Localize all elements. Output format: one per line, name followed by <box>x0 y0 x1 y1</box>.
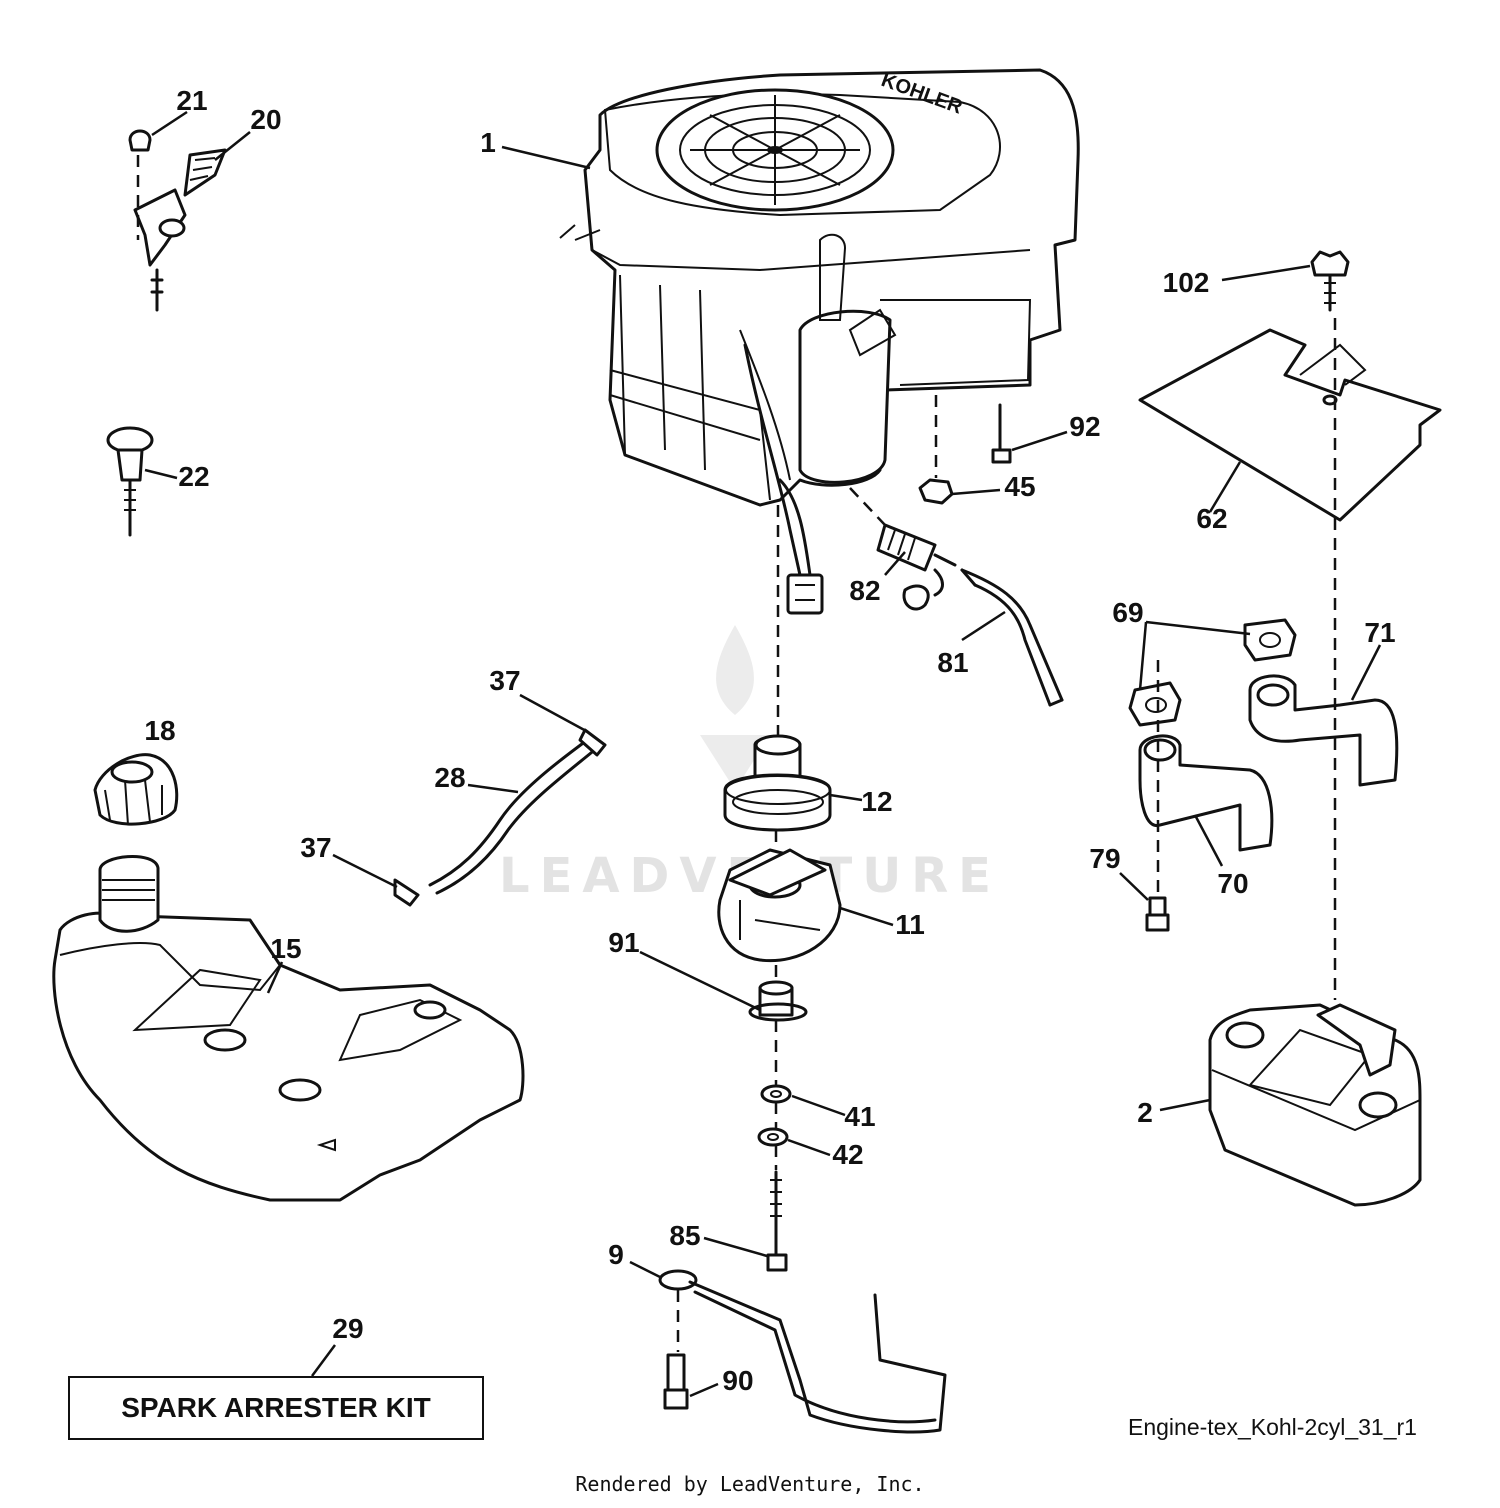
choke-knob-part <box>106 426 154 537</box>
bolt-85-part <box>766 1170 788 1272</box>
callout-41: 41 <box>844 1101 875 1132</box>
callout-21: 21 <box>176 85 207 116</box>
callout-70: 70 <box>1217 868 1248 899</box>
callout-29: 29 <box>332 1313 363 1344</box>
exhaust-pipe-70-part <box>1138 734 1274 852</box>
callout-82: 82 <box>849 575 880 606</box>
fuel-tank-part <box>52 855 525 1202</box>
fuel-hose-part <box>393 728 607 907</box>
washer-41-part <box>760 1084 792 1104</box>
muffler-shield-part <box>1138 328 1442 522</box>
callout-91: 91 <box>608 927 639 958</box>
callout-62: 62 <box>1196 503 1227 534</box>
callout-79: 79 <box>1089 843 1120 874</box>
callout-37-top: 37 <box>489 665 520 696</box>
callout-2: 2 <box>1137 1097 1153 1128</box>
callout-12: 12 <box>861 786 892 817</box>
callout-102: 102 <box>1163 267 1210 298</box>
callout-69: 69 <box>1112 597 1143 628</box>
throttle-control-part <box>128 129 227 312</box>
flange-nut-part <box>1310 250 1350 312</box>
callout-92: 92 <box>1069 411 1100 442</box>
screw-79-part <box>1145 896 1170 932</box>
callout-90: 90 <box>722 1365 753 1396</box>
clutch-part <box>717 848 842 963</box>
callout-45: 45 <box>1004 471 1035 502</box>
bolt-92-part <box>991 403 1012 464</box>
footer-credit: Rendered by LeadVenture, Inc. <box>575 1472 925 1496</box>
callout-1: 1 <box>480 127 496 158</box>
exhaust-pipe-71-part <box>1248 674 1399 787</box>
assembly-axes <box>136 155 1337 1352</box>
drawing-code: Engine-tex_Kohl-2cyl_31_r1 <box>1128 1414 1417 1440</box>
callout-81: 81 <box>937 647 968 678</box>
pulley-part <box>723 734 832 832</box>
callout-85: 85 <box>669 1220 700 1251</box>
callout-20: 20 <box>250 104 281 135</box>
callout-15: 15 <box>270 933 301 964</box>
spacer-part <box>748 980 808 1022</box>
fuel-cap-part <box>93 753 179 826</box>
callouts: 1 102 92 45 62 82 81 69 71 70 79 2 21 20… <box>144 85 1395 1396</box>
leader-lines <box>144 110 1382 1398</box>
washer-42-part <box>757 1127 789 1147</box>
muffler-part <box>1208 1003 1422 1207</box>
nut-45-part <box>918 478 954 505</box>
callout-18: 18 <box>144 715 175 746</box>
spark-arrester-kit-label: SPARK ARRESTER KIT <box>68 1376 484 1440</box>
fuel-line-part <box>960 568 1064 707</box>
fuel-valve-part <box>876 523 957 611</box>
callout-11: 11 <box>895 909 925 940</box>
engine-part: KOHLER <box>559 68 1080 507</box>
callout-9: 9 <box>608 1239 624 1270</box>
wire-harness <box>743 343 824 615</box>
callout-22: 22 <box>178 461 209 492</box>
bolt-90-part <box>663 1353 689 1410</box>
callout-71: 71 <box>1364 617 1395 648</box>
callout-42: 42 <box>832 1139 863 1170</box>
callout-37-bottom: 37 <box>300 832 331 863</box>
gasket-part <box>1128 618 1297 727</box>
bracket-part <box>658 1269 947 1434</box>
callout-28: 28 <box>434 762 465 793</box>
